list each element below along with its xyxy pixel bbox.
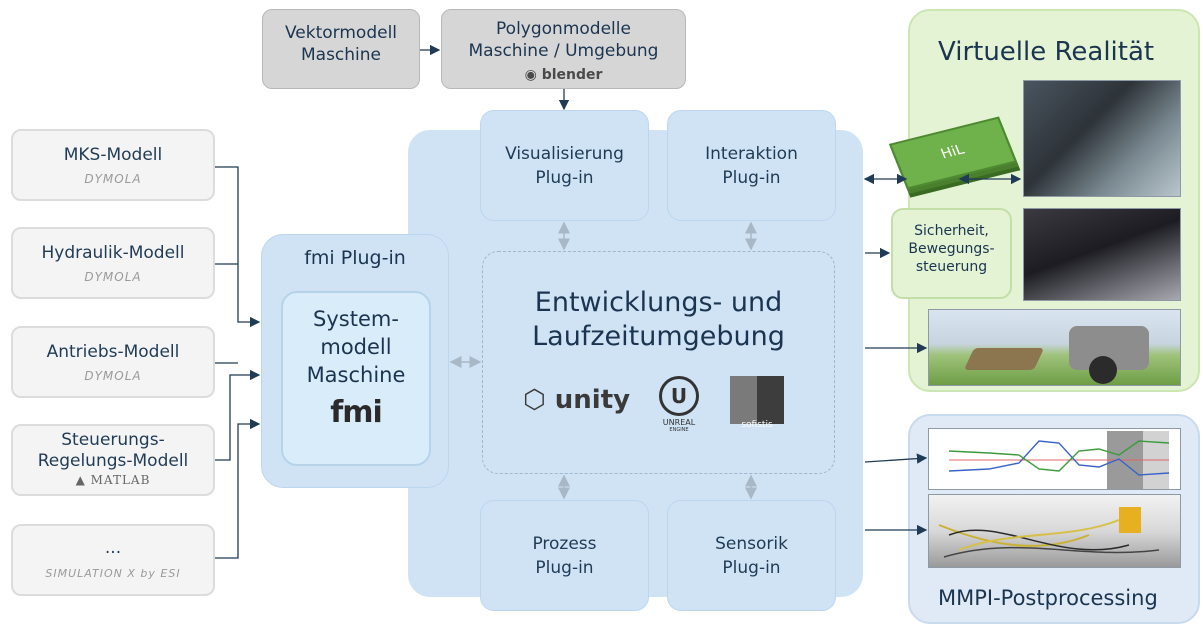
left-model-2-title: Hydraulik-Modell <box>41 243 185 263</box>
left-model-5: ... SIMULATION X by ESI <box>11 524 215 596</box>
trajectory-render-image <box>928 494 1181 568</box>
polygon-models-box: Polygonmodelle Maschine / Umgebung ◉ ble… <box>441 9 686 89</box>
vector-model-line2: Maschine <box>300 45 382 65</box>
interaktion-line2: Plug-in <box>722 167 781 188</box>
prozess-plugin: Prozess Plug-in <box>480 500 649 611</box>
system-model-box: System- modell Maschine fmi <box>281 291 431 466</box>
dymola-logo: DYMOLA <box>84 270 142 284</box>
left-model-3-title: Antriebs-Modell <box>46 342 180 362</box>
safety-line1: Sicherheit, <box>914 223 989 239</box>
sofistik-logo-text: sofistis <box>741 420 773 430</box>
unity-icon: ⬡ <box>523 385 546 415</box>
system-model-line3: Maschine <box>306 363 406 387</box>
trajectory-lines-svg <box>938 507 1160 558</box>
wheel-loader-render <box>928 309 1181 386</box>
fmi-logo: fmi <box>330 395 383 430</box>
sensorik-line1: Sensorik <box>715 533 788 554</box>
core-title-line1: Entwicklungs- und <box>534 287 783 318</box>
simulationx-logo: SIMULATION X by ESI <box>45 567 181 580</box>
signal-plot-image <box>928 428 1181 490</box>
safety-line2: Bewegungs- <box>908 241 995 257</box>
blender-icon: ◉ <box>524 67 537 83</box>
matlab-logo: ▲ MATLAB <box>13 473 213 487</box>
prozess-line2: Plug-in <box>535 557 594 578</box>
matlab-logo-text: MATLAB <box>90 473 151 487</box>
unreal-text-2: ENGINE <box>669 427 689 433</box>
vector-model-line1: Vektormodell <box>284 23 398 43</box>
left-model-1-title: MKS-Modell <box>63 145 163 165</box>
polygon-models-line1: Polygonmodelle <box>496 19 631 39</box>
fmi-plugin-title: fmi Plug-in <box>304 247 406 269</box>
core-title-line2: Laufzeitumgebung <box>532 321 785 352</box>
unreal-text-1: UNREAL <box>662 418 696 427</box>
unreal-icon: U <box>659 376 699 416</box>
interaktion-plugin: Interaktion Plug-in <box>667 110 836 221</box>
unity-logo: ⬡ unity <box>523 385 630 415</box>
safety-box: Sicherheit, Bewegungs- steuerung <box>891 208 1012 299</box>
prozess-line1: Prozess <box>532 533 597 554</box>
dymola-logo: DYMOLA <box>84 172 142 186</box>
left-model-4: Steuerungs- Regelungs-Modell ▲ MATLAB <box>11 424 215 496</box>
sofistik-logo: sofistis <box>730 376 784 432</box>
interaktion-line1: Interaktion <box>705 143 798 164</box>
left-model-1: MKS-Modell DYMOLA <box>11 129 215 201</box>
blender-logo-text: blender <box>541 67 603 83</box>
system-model-line2: modell <box>320 335 392 359</box>
sensorik-plugin: Sensorik Plug-in <box>667 500 836 611</box>
matlab-icon: ▲ <box>75 473 86 487</box>
visualisierung-plugin: Visualisierung Plug-in <box>480 110 649 221</box>
left-model-3: Antriebs-Modell DYMOLA <box>11 326 215 398</box>
visualisierung-line1: Visualisierung <box>505 143 624 164</box>
polygon-models-line2: Maschine / Umgebung <box>468 41 659 61</box>
simulator-cockpit-photo <box>1023 80 1181 197</box>
left-model-4-title-line2: Regelungs-Modell <box>37 451 189 471</box>
unreal-logo: U UNREAL ENGINE <box>649 376 709 433</box>
signal-plot-svg <box>948 431 1170 489</box>
system-model-line1: System- <box>313 307 399 331</box>
sensorik-line2: Plug-in <box>722 557 781 578</box>
unity-logo-text: unity <box>554 385 631 415</box>
core-title: Entwicklungs- und Laufzeitumgebung <box>483 286 834 354</box>
left-model-2: Hydraulik-Modell DYMOLA <box>11 227 215 299</box>
core-dashed-box: Entwicklungs- und Laufzeitumgebung ⬡ uni… <box>482 251 835 474</box>
left-model-5-title: ... <box>104 538 122 558</box>
vr-title: Virtuelle Realität <box>938 37 1155 67</box>
vector-model-box: Vektormodell Maschine <box>262 9 420 89</box>
left-model-4-title-line1: Steuerungs- <box>61 430 165 450</box>
dymola-logo: DYMOLA <box>84 369 142 383</box>
blender-logo: ◉ blender <box>442 64 685 86</box>
motion-platform-photo <box>1023 208 1181 301</box>
safety-line3: steuerung <box>915 259 988 275</box>
visualisierung-line2: Plug-in <box>535 167 594 188</box>
postprocessing-title: MMPI-Postprocessing <box>938 586 1158 610</box>
